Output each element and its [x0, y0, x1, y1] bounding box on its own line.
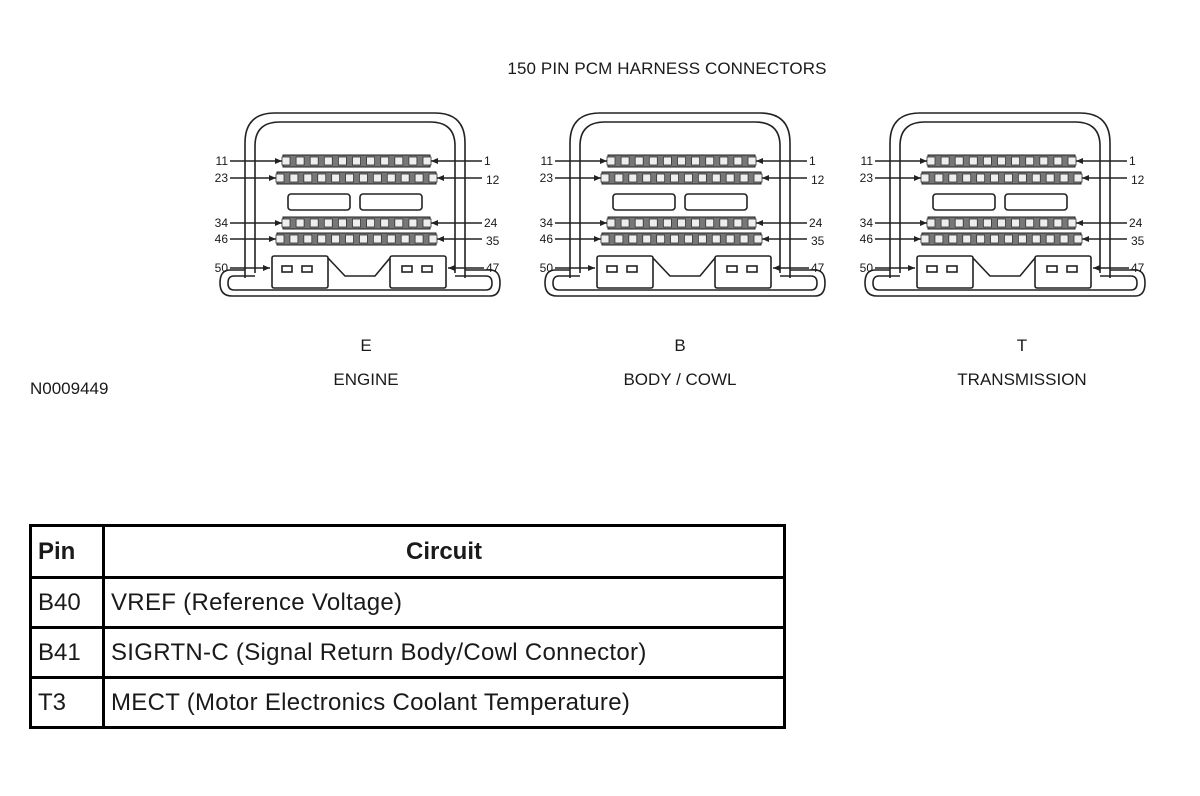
pin-circuit-table: Pin Circuit B40 VREF (Reference Voltage)… [29, 524, 786, 729]
pin-number-label: 46 [859, 232, 873, 246]
connector-letter-b: B [674, 336, 686, 355]
connector-name-body-cowl: BODY / COWL [623, 370, 737, 389]
pin-number-label: 1 [1129, 154, 1136, 168]
pin-number-label: 12 [811, 173, 825, 187]
table-row: T3 MECT (Motor Electronics Coolant Tempe… [29, 676, 786, 729]
pin-number-label: 11 [215, 154, 228, 168]
pin-number-label: 35 [1131, 234, 1145, 248]
pin-number-label: 24 [809, 216, 823, 230]
pin-number-label: 35 [811, 234, 825, 248]
header-pin: Pin [29, 524, 105, 579]
pin-number-label: 47 [486, 261, 500, 275]
pin-number-label: 47 [1131, 261, 1145, 275]
pin-number-label: 50 [859, 261, 873, 275]
pin-number-label: 34 [214, 216, 228, 230]
pin-number-label: 47 [811, 261, 825, 275]
pin-number-label: 35 [486, 234, 500, 248]
pin-number-label: 46 [539, 232, 553, 246]
pin-number-label: 11 [540, 154, 553, 168]
pin-number-label: 23 [859, 171, 873, 185]
cell-pin: B41 [29, 626, 105, 679]
figure-code: N0009449 [30, 379, 109, 398]
pin-number-label: 46 [214, 232, 228, 246]
pin-number-label: 12 [1131, 173, 1145, 187]
pin-number-label: 50 [214, 261, 228, 275]
table-header-row: Pin Circuit [29, 524, 786, 579]
table-row: B41 SIGRTN-C (Signal Return Body/Cowl Co… [29, 626, 786, 679]
pin-number-label: 34 [859, 216, 873, 230]
table-row: B40 VREF (Reference Voltage) [29, 576, 786, 629]
connector-outline [864, 112, 1146, 297]
pin-number-label: 12 [486, 173, 500, 187]
connector-letter-e: E [360, 336, 372, 355]
pin-number-label: 1 [484, 154, 491, 168]
connector-outline [219, 112, 501, 297]
pin-number-label: 11 [860, 154, 873, 168]
header-circuit: Circuit [102, 524, 786, 579]
pin-number-label: 23 [539, 171, 553, 185]
connector-name-transmission: TRANSMISSION [957, 370, 1087, 389]
cell-pin: T3 [29, 676, 105, 729]
connector-letter-t: T [1016, 336, 1028, 355]
pin-number-label: 24 [484, 216, 498, 230]
connector-outline [544, 112, 826, 297]
diagram-title: 150 PIN PCM HARNESS CONNECTORS [507, 59, 827, 78]
pin-number-label: 24 [1129, 216, 1143, 230]
pin-number-label: 34 [539, 216, 553, 230]
cell-circuit: VREF (Reference Voltage) [102, 576, 786, 629]
connector-name-engine: ENGINE [333, 370, 399, 389]
pin-number-label: 23 [214, 171, 228, 185]
pin-number-label: 1 [809, 154, 816, 168]
pin-number-label: 50 [539, 261, 553, 275]
cell-circuit: SIGRTN-C (Signal Return Body/Cowl Connec… [102, 626, 786, 679]
cell-pin: B40 [29, 576, 105, 629]
cell-circuit: MECT (Motor Electronics Coolant Temperat… [102, 676, 786, 729]
